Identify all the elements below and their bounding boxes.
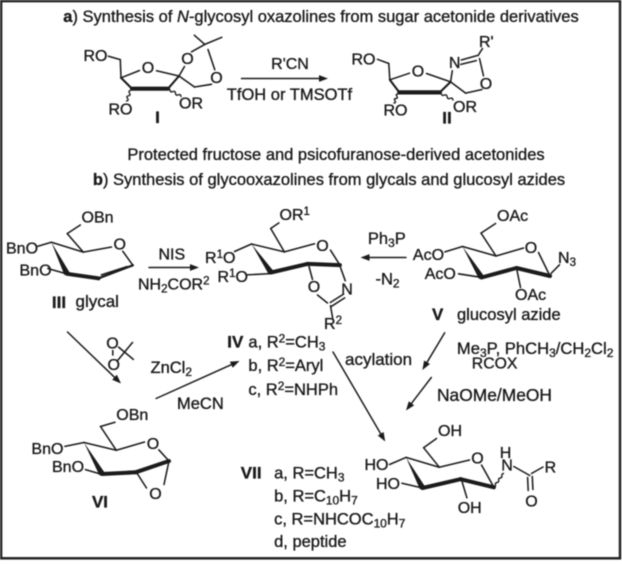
svg-text:OR1​: OR1​ bbox=[280, 206, 310, 224]
svg-text:III: III bbox=[52, 293, 66, 312]
svg-text:O: O bbox=[147, 436, 159, 453]
svg-text:TfOH or TMSOTf: TfOH or TMSOTf bbox=[227, 86, 353, 104]
svg-text:O: O bbox=[142, 60, 154, 77]
svg-text:O: O bbox=[181, 51, 193, 68]
svg-text:H: H bbox=[500, 445, 512, 462]
svg-text:acylation: acylation bbox=[345, 350, 412, 369]
svg-text:VI: VI bbox=[92, 493, 108, 512]
svg-text:OH: OH bbox=[458, 500, 482, 517]
svg-text:BnO: BnO bbox=[31, 441, 63, 458]
svg-text:c, R2​=NHPh: c, R2​=NHPh bbox=[248, 379, 338, 399]
svg-text:NH2​COR2​: NH2​COR2​ bbox=[138, 275, 209, 295]
svg-text:RO: RO bbox=[109, 102, 133, 119]
svg-text:NaOMe/MeOH: NaOMe/MeOH bbox=[437, 385, 552, 405]
svg-text:VII: VII bbox=[241, 464, 262, 483]
svg-text:a, R=CH3​: a, R=CH3​ bbox=[274, 465, 345, 485]
svg-text:BnO: BnO bbox=[6, 241, 38, 258]
svg-text:O: O bbox=[525, 240, 537, 257]
svg-text:MeCN: MeCN bbox=[177, 395, 224, 413]
svg-text:O: O bbox=[107, 357, 119, 374]
svg-text:R1​O: R1​O bbox=[218, 268, 248, 286]
svg-text:IV: IV bbox=[227, 333, 244, 352]
svg-text:OBn: OBn bbox=[116, 407, 148, 424]
svg-text:b, R2​=Aryl: b, R2​=Aryl bbox=[248, 355, 323, 375]
svg-text:a, R2​=CH3​: a, R2​=CH3​ bbox=[248, 331, 325, 353]
svg-text:NIS: NIS bbox=[159, 247, 186, 264]
svg-text:b) Synthesis of glycooxazoline: b) Synthesis of glycooxazolines from gly… bbox=[93, 171, 565, 189]
svg-text:R1​O: R1​O bbox=[205, 249, 235, 267]
svg-text:N: N bbox=[449, 55, 461, 72]
svg-text:glucosyl azide: glucosyl azide bbox=[457, 306, 561, 324]
svg-text:a) Synthesis of N-glycosyl oxa: a) Synthesis of N-glycosyl oxazolines fr… bbox=[63, 8, 578, 26]
svg-text:O: O bbox=[113, 237, 125, 254]
svg-text:-N2​: -N2​ bbox=[376, 271, 400, 291]
svg-text:O: O bbox=[480, 76, 492, 93]
svg-text:O: O bbox=[210, 70, 222, 87]
svg-text:Protected fructose and psicofu: Protected fructose and psicofuranose-der… bbox=[127, 146, 544, 164]
svg-text:RCOX: RCOX bbox=[472, 355, 518, 372]
svg-text:OAc: OAc bbox=[515, 287, 546, 304]
svg-text:ZnCl2​: ZnCl2​ bbox=[151, 359, 193, 379]
svg-text:II: II bbox=[442, 109, 451, 128]
svg-text:O: O bbox=[149, 486, 161, 503]
svg-text:BnO: BnO bbox=[52, 459, 84, 476]
svg-text:OR: OR bbox=[453, 99, 477, 116]
svg-text:O: O bbox=[308, 279, 320, 296]
svg-text:Ph3​P: Ph3​P bbox=[368, 230, 406, 250]
svg-text:OH: OH bbox=[438, 423, 462, 440]
svg-text:N: N bbox=[341, 281, 353, 298]
svg-text:AcO: AcO bbox=[413, 247, 444, 264]
svg-text:AcO: AcO bbox=[425, 266, 456, 283]
svg-text:N: N bbox=[501, 458, 513, 475]
svg-text:OAc: OAc bbox=[497, 208, 528, 225]
svg-text:R'CN: R'CN bbox=[271, 56, 309, 73]
svg-text:glycal: glycal bbox=[76, 292, 119, 311]
svg-text:RO: RO bbox=[352, 52, 376, 69]
svg-text:RO: RO bbox=[384, 103, 408, 120]
svg-text:b, R=C10​H7​: b, R=C10​H7​ bbox=[274, 488, 358, 508]
svg-text:O: O bbox=[316, 238, 328, 255]
svg-text:BnO: BnO bbox=[20, 263, 52, 280]
svg-text:V: V bbox=[432, 305, 444, 324]
svg-text:OR: OR bbox=[179, 96, 203, 113]
svg-text:O: O bbox=[471, 451, 483, 468]
svg-text:O: O bbox=[106, 336, 118, 353]
svg-text:O: O bbox=[525, 493, 537, 510]
svg-text:R': R' bbox=[479, 34, 494, 51]
svg-text:Me3​P, PhCH3​/CH2​Cl2​: Me3​P, PhCH3​/CH2​Cl2​ bbox=[457, 339, 614, 360]
svg-text:RO: RO bbox=[84, 48, 108, 65]
svg-text:R: R bbox=[545, 460, 557, 477]
svg-text:c, R=NHCOC10​H7​: c, R=NHCOC10​H7​ bbox=[274, 511, 406, 531]
svg-text:N3​: N3​ bbox=[558, 250, 576, 269]
svg-text:O: O bbox=[412, 63, 424, 80]
svg-text:d, peptide: d, peptide bbox=[274, 533, 346, 551]
svg-text:I: I bbox=[155, 108, 160, 127]
svg-text:OBn: OBn bbox=[82, 210, 114, 227]
svg-text:HO: HO bbox=[376, 476, 400, 493]
svg-text:HO: HO bbox=[365, 457, 389, 474]
